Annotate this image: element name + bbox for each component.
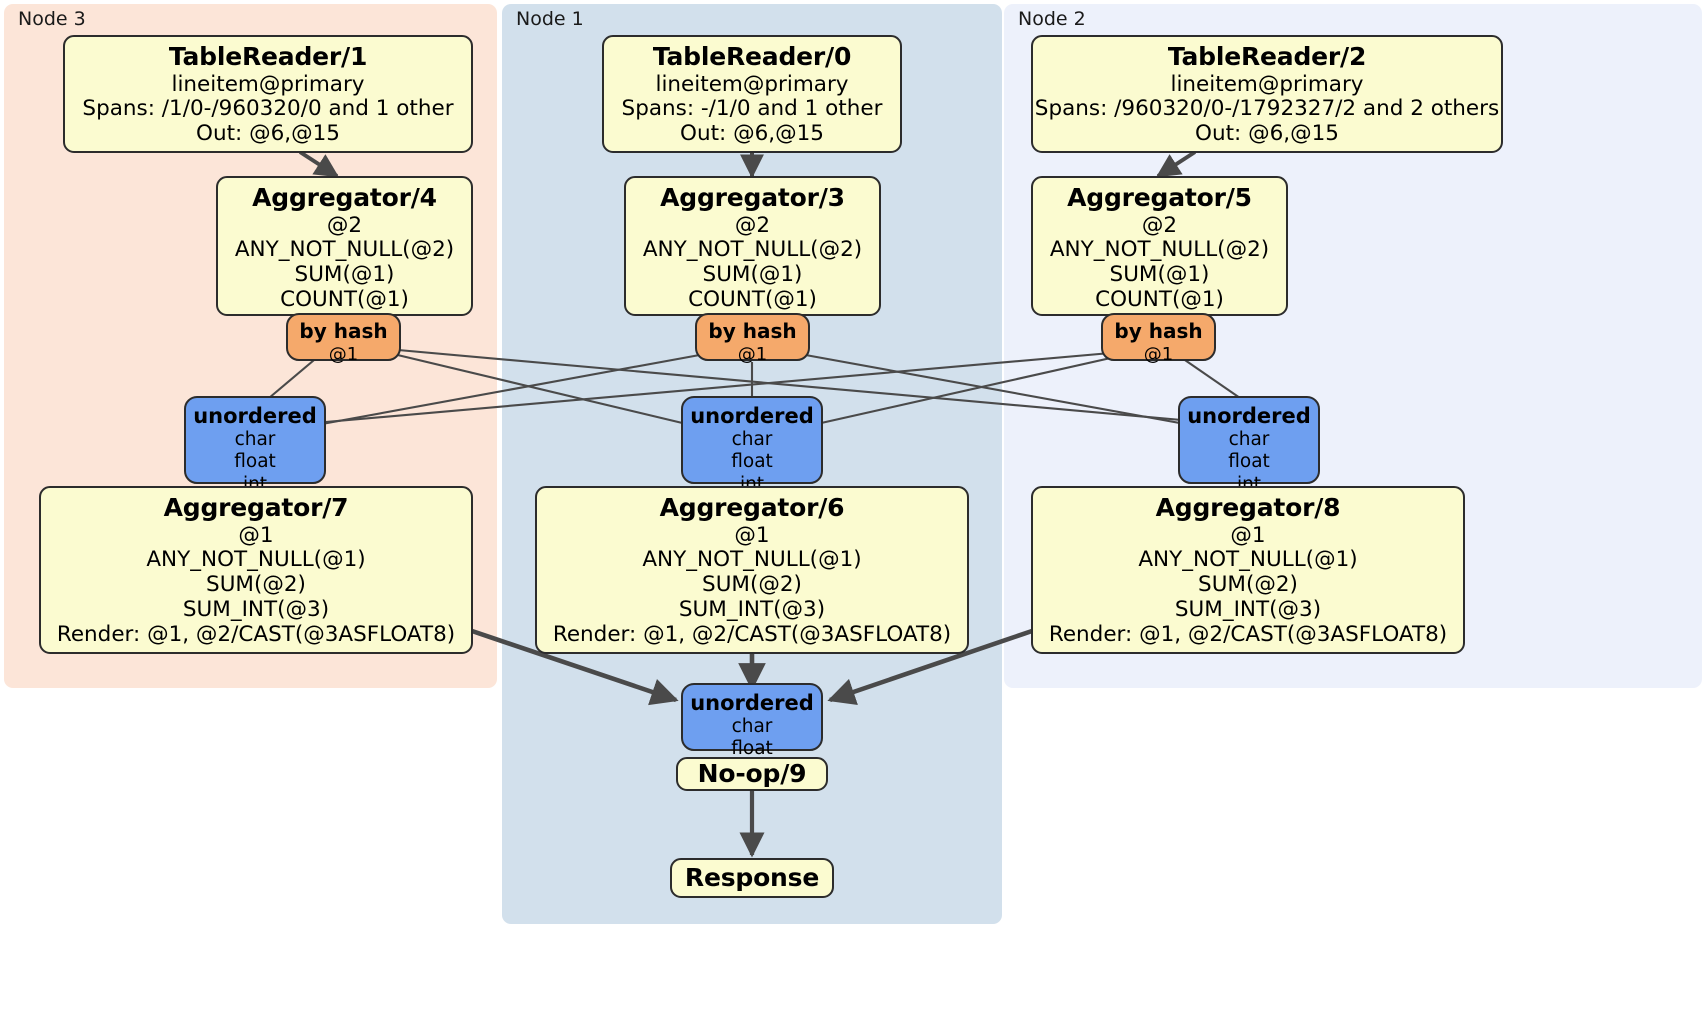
processor-detail: SUM(@1) [702, 262, 803, 288]
processor-detail: ANY_NOT_NULL(@2) [1049, 237, 1270, 263]
processor-title: Response [684, 862, 820, 892]
processor-aggregator-4[interactable]: Aggregator/4 @2 ANY_NOT_NULL(@2) SUM(@1)… [216, 176, 473, 316]
processor-detail: Render: @1, @2/CAST(@3ASFLOAT8) [56, 622, 456, 648]
processor-detail: SUM(@1) [294, 262, 395, 288]
processor-detail: Spans: /1/0-/960320/0 and 1 other [82, 96, 454, 122]
processor-detail: SUM(@1) [1109, 262, 1210, 288]
processor-detail: ANY_NOT_NULL(@1) [1138, 547, 1358, 573]
panel-label-node-3: Node 3 [18, 8, 86, 30]
receiver-title: unordered [690, 404, 814, 428]
processor-title: No-op/9 [697, 758, 807, 788]
processor-title: TableReader/2 [1167, 42, 1367, 71]
processor-tablereader-0[interactable]: TableReader/0 lineitem@primary Spans: -/… [602, 35, 902, 153]
processor-detail: @2 [326, 212, 363, 238]
processor-aggregator-8[interactable]: Aggregator/8 @1 ANY_NOT_NULL(@1) SUM(@2)… [1031, 486, 1465, 654]
processor-detail: SUM_INT(@3) [1174, 597, 1322, 623]
router-title: by hash [708, 319, 797, 343]
processor-detail: @1 [238, 522, 274, 548]
processor-detail: COUNT(@1) [1095, 287, 1224, 313]
router-by-hash-center[interactable]: by hash @1 [695, 313, 810, 365]
processor-aggregator-3[interactable]: Aggregator/3 @2 ANY_NOT_NULL(@2) SUM(@1)… [624, 176, 881, 316]
processor-detail: SUM(@2) [206, 572, 306, 598]
receiver-title: unordered [193, 404, 317, 428]
processor-detail: @1 [1230, 522, 1266, 548]
processor-detail: Out: @6,@15 [196, 121, 340, 147]
processor-detail: ANY_NOT_NULL(@2) [642, 237, 863, 263]
processor-tablereader-2[interactable]: TableReader/2 lineitem@primary Spans: /9… [1031, 35, 1503, 153]
receiver-unordered-right[interactable]: unordered char float int [1178, 396, 1320, 495]
receiver-type: char [731, 716, 773, 738]
processor-detail: Spans: -/1/0 and 1 other [621, 96, 883, 122]
receiver-type: float [731, 738, 773, 760]
processor-title: Aggregator/4 [252, 183, 437, 212]
processor-detail: Out: @6,@15 [680, 121, 824, 147]
processor-detail: ANY_NOT_NULL(@1) [146, 547, 366, 573]
processor-title: TableReader/0 [652, 42, 852, 71]
processor-detail: SUM(@2) [1198, 572, 1298, 598]
receiver-type: float [234, 451, 276, 473]
router-column: @1 [1143, 343, 1174, 365]
receiver-type: char [1228, 429, 1270, 451]
receiver-title: unordered [1187, 404, 1311, 428]
processor-detail: ANY_NOT_NULL(@1) [642, 547, 862, 573]
receiver-type: float [731, 451, 773, 473]
processor-detail: Render: @1, @2/CAST(@3ASFLOAT8) [552, 622, 952, 648]
processor-no-op-9[interactable]: No-op/9 [676, 757, 828, 791]
receiver-type: char [731, 429, 773, 451]
processor-detail: Render: @1, @2/CAST(@3ASFLOAT8) [1048, 622, 1448, 648]
receiver-unordered-center[interactable]: unordered char float int [681, 396, 823, 495]
processor-title: Aggregator/6 [659, 493, 845, 522]
router-title: by hash [1114, 319, 1203, 343]
processor-detail: @1 [734, 522, 770, 548]
processor-tablereader-1[interactable]: TableReader/1 lineitem@primary Spans: /1… [63, 35, 473, 153]
receiver-unordered-left[interactable]: unordered char float int [184, 396, 326, 495]
router-column: @1 [737, 343, 768, 365]
processor-detail: SUM_INT(@3) [678, 597, 826, 623]
processor-response[interactable]: Response [670, 858, 834, 898]
processor-detail: @2 [1141, 212, 1178, 238]
receiver-unordered-final[interactable]: unordered char float [681, 683, 823, 759]
processor-aggregator-6[interactable]: Aggregator/6 @1 ANY_NOT_NULL(@1) SUM(@2)… [535, 486, 969, 654]
processor-detail: Out: @6,@15 [1195, 121, 1339, 147]
processor-title: Aggregator/8 [1155, 493, 1341, 522]
processor-detail: SUM_INT(@3) [182, 597, 330, 623]
router-title: by hash [299, 319, 388, 343]
processor-detail: COUNT(@1) [688, 287, 817, 313]
router-by-hash-right[interactable]: by hash @1 [1101, 313, 1216, 365]
processor-title: TableReader/1 [168, 42, 368, 71]
processor-detail: Spans: /960320/0-/1792327/2 and 2 others [1034, 96, 1500, 122]
processor-detail: lineitem@primary [1170, 71, 1364, 97]
processor-title: Aggregator/5 [1067, 183, 1252, 212]
processor-detail: COUNT(@1) [280, 287, 409, 313]
processor-detail: ANY_NOT_NULL(@2) [234, 237, 455, 263]
processor-title: Aggregator/3 [660, 183, 845, 212]
receiver-type: float [1228, 451, 1270, 473]
processor-title: Aggregator/7 [163, 493, 349, 522]
processor-detail: @2 [734, 212, 771, 238]
router-column: @1 [328, 343, 359, 365]
processor-detail: lineitem@primary [655, 71, 849, 97]
receiver-type: char [234, 429, 276, 451]
processor-detail: SUM(@2) [702, 572, 802, 598]
panel-label-node-1: Node 1 [516, 8, 584, 30]
router-by-hash-left[interactable]: by hash @1 [286, 313, 401, 365]
processor-aggregator-5[interactable]: Aggregator/5 @2 ANY_NOT_NULL(@2) SUM(@1)… [1031, 176, 1288, 316]
panel-label-node-2: Node 2 [1018, 8, 1086, 30]
processor-detail: lineitem@primary [171, 71, 365, 97]
receiver-title: unordered [690, 691, 814, 715]
processor-aggregator-7[interactable]: Aggregator/7 @1 ANY_NOT_NULL(@1) SUM(@2)… [39, 486, 473, 654]
